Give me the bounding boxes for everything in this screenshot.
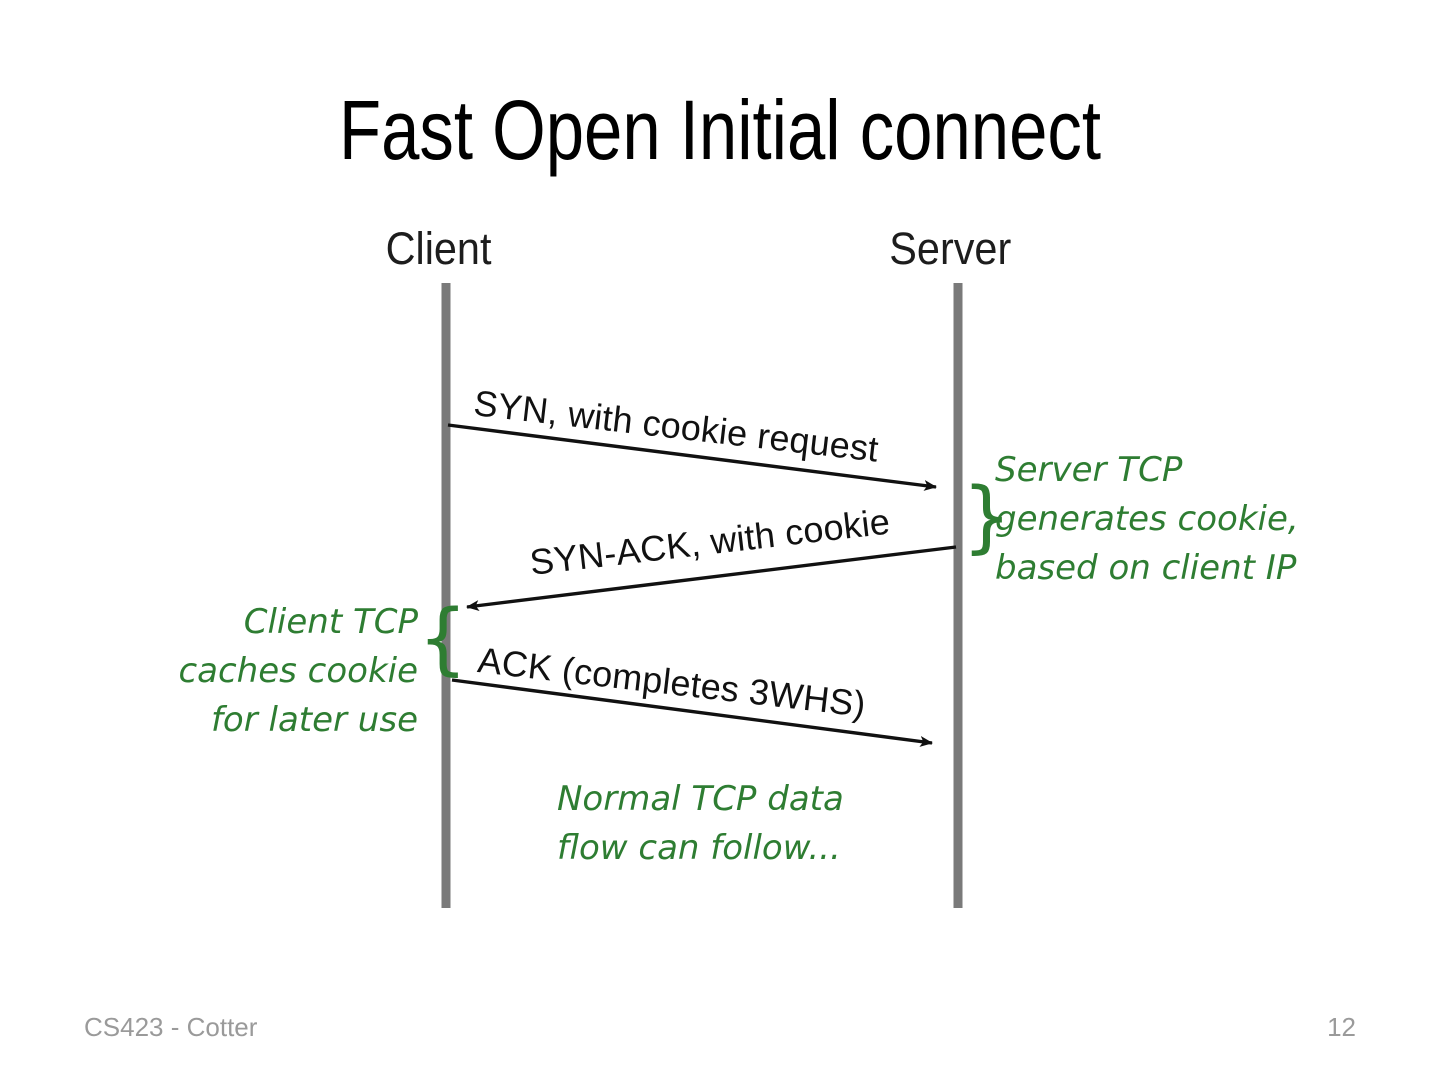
annotation-line: based on client IP <box>995 548 1297 588</box>
annotation-line: flow can follow... <box>557 828 841 868</box>
message-arrow-ack <box>451 678 933 747</box>
brace-left-icon: { <box>418 594 468 684</box>
annotation-client-tcp: Client TCP caches cookie for later use <box>160 598 418 745</box>
actor-label-client: Client <box>385 223 492 274</box>
annotation-line: caches cookie <box>178 651 418 691</box>
annotation-line: for later use <box>210 700 418 740</box>
annotation-line: Server TCP <box>995 450 1183 490</box>
footer-course-label: CS423 - Cotter <box>84 1012 258 1042</box>
message-arrow-synack <box>466 545 957 611</box>
annotation-server-tcp: Server TCP generates cookie, based on cl… <box>995 446 1299 593</box>
diagram-canvas <box>441 283 963 908</box>
actor-label-server: Server <box>889 223 1012 274</box>
page-title: Fast Open Initial connect <box>339 83 1101 177</box>
annotation-line: Normal TCP data <box>557 779 844 819</box>
message-arrow-syn <box>447 423 937 491</box>
slide-page-number: 12 <box>1327 1012 1356 1042</box>
annotation-line: generates cookie, <box>995 499 1299 539</box>
annotation-line: Client TCP <box>243 602 418 642</box>
annotation-normal-flow: Normal TCP data flow can follow... <box>557 775 844 873</box>
sequence-diagram: Client Server SYN, with cookie request S… <box>160 223 1299 908</box>
brace-right-icon: } <box>962 472 1012 562</box>
